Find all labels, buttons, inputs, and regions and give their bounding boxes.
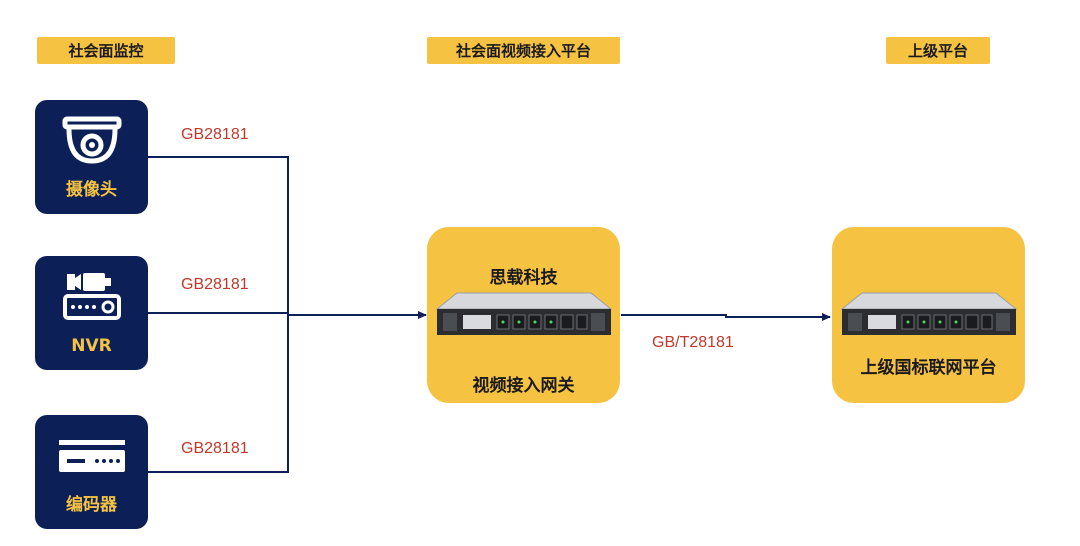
upper-platform-label: 上级国标联网平台 bbox=[860, 358, 997, 378]
encoder-icon bbox=[35, 429, 148, 483]
device-label: 摄像头 bbox=[66, 180, 117, 200]
device-encoder: 编码器 bbox=[35, 415, 148, 529]
protocol-label-uplink: GB/T28181 bbox=[652, 334, 734, 351]
header-social-monitoring: 社会面监控 bbox=[37, 37, 175, 64]
nvr-icon bbox=[35, 270, 148, 324]
link-to-upper bbox=[621, 313, 831, 321]
device-label: NVR bbox=[71, 336, 112, 356]
link-encoder bbox=[148, 315, 289, 473]
upper-platform-card: 上级国标联网平台 bbox=[832, 227, 1025, 403]
rack-server-icon bbox=[840, 291, 1018, 343]
gateway-card: 思载科技 视频接入网关 bbox=[427, 227, 620, 403]
protocol-label-encoder: GB28181 bbox=[181, 440, 249, 457]
rack-server-icon bbox=[435, 291, 613, 343]
protocol-label-camera: GB28181 bbox=[181, 126, 249, 143]
link-camera bbox=[148, 156, 289, 315]
device-nvr: NVR bbox=[35, 256, 148, 370]
header-video-access-platform: 社会面视频接入平台 bbox=[427, 37, 620, 64]
gateway-brand: 思载科技 bbox=[489, 268, 558, 288]
device-camera: 摄像头 bbox=[35, 100, 148, 214]
protocol-label-nvr: GB28181 bbox=[181, 276, 249, 293]
dome-camera-icon bbox=[35, 114, 148, 168]
device-label: 编码器 bbox=[66, 495, 117, 515]
gateway-label: 视频接入网关 bbox=[472, 376, 575, 396]
header-upper-platform: 上级平台 bbox=[886, 37, 990, 64]
